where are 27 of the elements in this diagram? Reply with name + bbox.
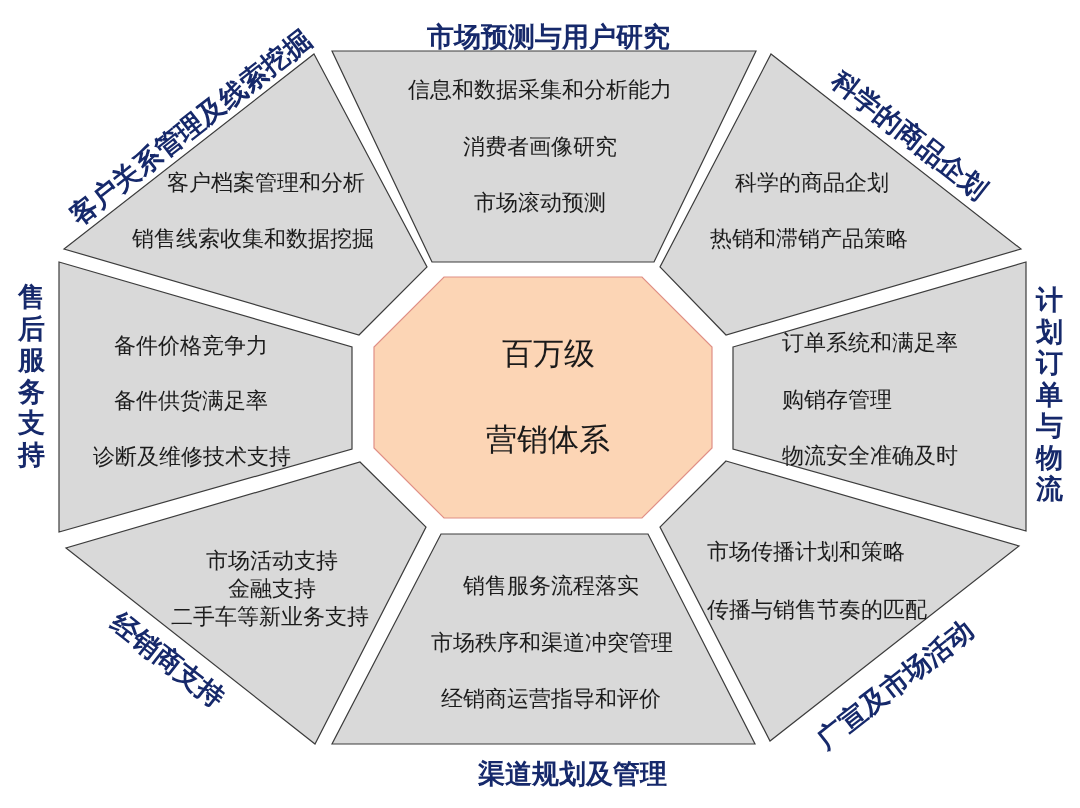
segment-text: 科学的商品企划 (735, 170, 889, 196)
segment-text: 市场滚动预测 (474, 190, 606, 216)
segment-text: 市场传播计划和策略 (707, 539, 905, 565)
segment-text: 诊断及维修技术支持 (93, 444, 291, 470)
segment-text: 金融支持 (228, 576, 316, 602)
segment-title: 市场预测与用户研究 (426, 22, 670, 50)
segment-text: 热销和滞销产品策略 (710, 226, 908, 252)
segment-text: 订单系统和满足率 (782, 330, 958, 356)
segment-text: 备件价格竞争力 (114, 333, 268, 359)
segment-title: 售后服务支持 (17, 281, 45, 471)
segment-text: 物流安全准确及时 (782, 443, 958, 469)
segment-text: 二手车等新业务支持 (171, 604, 369, 630)
segment-text: 消费者画像研究 (463, 134, 617, 160)
segment-text: 市场活动支持 (206, 548, 338, 574)
segment-text: 销售服务流程落实 (463, 573, 639, 599)
segment-title: 计划订单与物流 (1035, 284, 1063, 506)
segment-text: 传播与销售节奏的匹配 (707, 597, 927, 623)
core-title: 营销体系 (486, 422, 610, 458)
core-title: 百万级 (501, 336, 595, 372)
segment-text: 客户档案管理和分析 (167, 170, 365, 196)
segment-text: 经销商运营指导和评价 (441, 686, 661, 712)
segment-title: 渠道规划及管理 (477, 759, 667, 787)
segment-text: 购销存管理 (782, 387, 892, 413)
segment-text: 销售线索收集和数据挖掘 (132, 226, 374, 252)
segment-text: 信息和数据采集和分析能力 (408, 77, 672, 103)
segment-text: 市场秩序和渠道冲突管理 (431, 630, 673, 656)
segment-text: 备件供货满足率 (114, 388, 268, 414)
